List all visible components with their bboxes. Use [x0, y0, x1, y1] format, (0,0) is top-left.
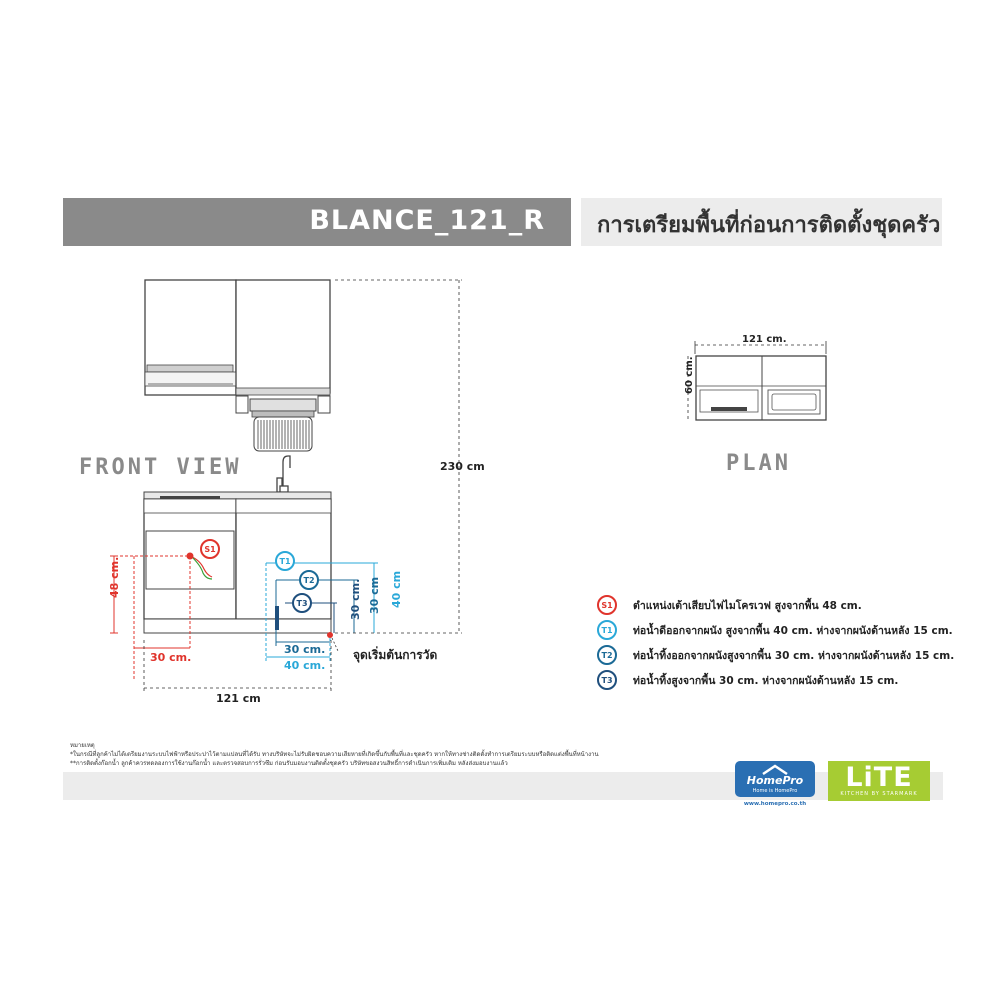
cooktop — [160, 496, 220, 499]
range-hood — [235, 395, 331, 452]
upper-cabinet-left — [144, 279, 237, 396]
dim-height-total — [335, 279, 462, 634]
model-title-bar: BLANCE_121_R — [63, 198, 571, 246]
model-title: BLANCE_121_R — [309, 205, 545, 236]
subtitle-bar: การเตรียมพื้นที่ก่อนการติดตั้งชุดครัว — [581, 198, 942, 246]
plan-label: PLAN — [726, 451, 791, 476]
s1-dimensions — [110, 552, 213, 681]
legend-text-t2: ท่อน้ำทิ้งออกจากผนังสูงจากพื้น 30 cm. ห่… — [633, 649, 955, 662]
svg-text:T3: T3 — [296, 599, 307, 608]
legend-text-t3: ท่อน้ำทิ้งสูงจากพื้น 30 cm. ห่างจากผนังด… — [633, 674, 899, 687]
svg-text:HomePro: HomePro — [747, 774, 804, 787]
svg-text:www.homepro.co.th: www.homepro.co.th — [744, 801, 806, 807]
legend-badge-s1: S1 — [597, 595, 617, 615]
dim-40-right-label: 40 cm — [390, 571, 403, 608]
marker-s1: S1 — [200, 539, 220, 559]
start-point-dot — [327, 632, 333, 638]
notes-line-1: *ในกรณีที่ลูกค้าไม่ได้เตรียมงานระบบไฟฟ้า… — [70, 751, 599, 758]
base-cabinet-left — [143, 498, 237, 620]
notes-line-2: **การติดตั้งก๊อกน้ำ ลูกค้าควรทดลองการใช้… — [70, 760, 508, 767]
svg-text:T1: T1 — [279, 557, 290, 566]
front-view-label: FRONT VIEW — [79, 455, 242, 480]
dim-width-total — [143, 640, 332, 692]
legend-badge-t3: T3 — [597, 670, 617, 690]
start-point-leader — [331, 637, 339, 652]
dim-30-left-label: 30 cm. — [150, 651, 191, 664]
legend-item-s1: S1 ตำแหน่งเต้าเสียบไฟไมโครเวฟ สูงจากพื้น… — [597, 594, 862, 616]
legend-badge-t1: T1 — [597, 620, 617, 640]
legend-item-t2: T2 ท่อน้ำทิ้งออกจากผนังสูงจากพื้น 30 cm.… — [597, 644, 954, 666]
legend-text-t1: ท่อน้ำดีออกจากผนัง สูงจากพื้น 40 cm. ห่า… — [633, 624, 953, 637]
page-subtitle: การเตรียมพื้นที่ก่อนการติดตั้งชุดครัว — [597, 213, 941, 238]
lite-logo: LiTE KITCHEN BY STARMARK — [828, 761, 930, 801]
dim-48-label: 48 cm. — [108, 557, 121, 598]
dim-width-total-label: 121 cm — [216, 692, 261, 705]
plinth — [143, 618, 332, 634]
svg-text:S1: S1 — [204, 545, 216, 554]
legend-item-t3: T3 ท่อน้ำทิ้งสูงจากพื้น 30 cm. ห่างจากผน… — [597, 669, 898, 691]
dim-30-mid-label: 30 cm — [368, 577, 381, 614]
svg-text:T2: T2 — [303, 576, 314, 585]
upper-cabinet-right — [235, 279, 331, 396]
legend-item-t1: T1 ท่อน้ำดีออกจากผนัง สูงจากพื้น 40 cm. … — [597, 619, 953, 641]
marker-t2: T2 — [299, 570, 319, 590]
lite-logo-text: LiTE — [845, 762, 913, 793]
dim-30-bottom-label: 30 cm. — [284, 643, 325, 656]
lite-logo-sub: KITCHEN BY STARMARK — [840, 791, 918, 797]
legend-text-s1: ตำแหน่งเต้าเสียบไฟไมโครเวฟ สูงจากพื้น 48… — [633, 599, 862, 612]
marker-t1: T1 — [275, 551, 295, 571]
plan-depth-label: 60 cm. — [684, 356, 695, 394]
marker-t3: T3 — [292, 593, 312, 613]
notes-title: หมายเหตุ — [70, 742, 95, 749]
svg-text:Home is HomePro: Home is HomePro — [753, 788, 798, 794]
dim-height-total-label: 230 cm — [440, 460, 485, 473]
homepro-logo: HomePro Home is HomePro www.homepro.co.t… — [735, 761, 815, 807]
plan-drawing — [687, 341, 827, 421]
notes: หมายเหตุ *ในกรณีที่ลูกค้าไม่ได้เตรียมงาน… — [70, 741, 690, 768]
dim-40-bottom-label: 40 cm. — [284, 659, 325, 672]
start-point-label: จุดเริ่มต้นการวัด — [353, 646, 437, 663]
faucet — [276, 455, 291, 493]
legend-badge-t2: T2 — [597, 645, 617, 665]
dim-30-inner-label: 30 cm. — [349, 579, 362, 620]
t3-pipe — [275, 606, 279, 630]
plan-width-label: 121 cm. — [742, 334, 787, 345]
